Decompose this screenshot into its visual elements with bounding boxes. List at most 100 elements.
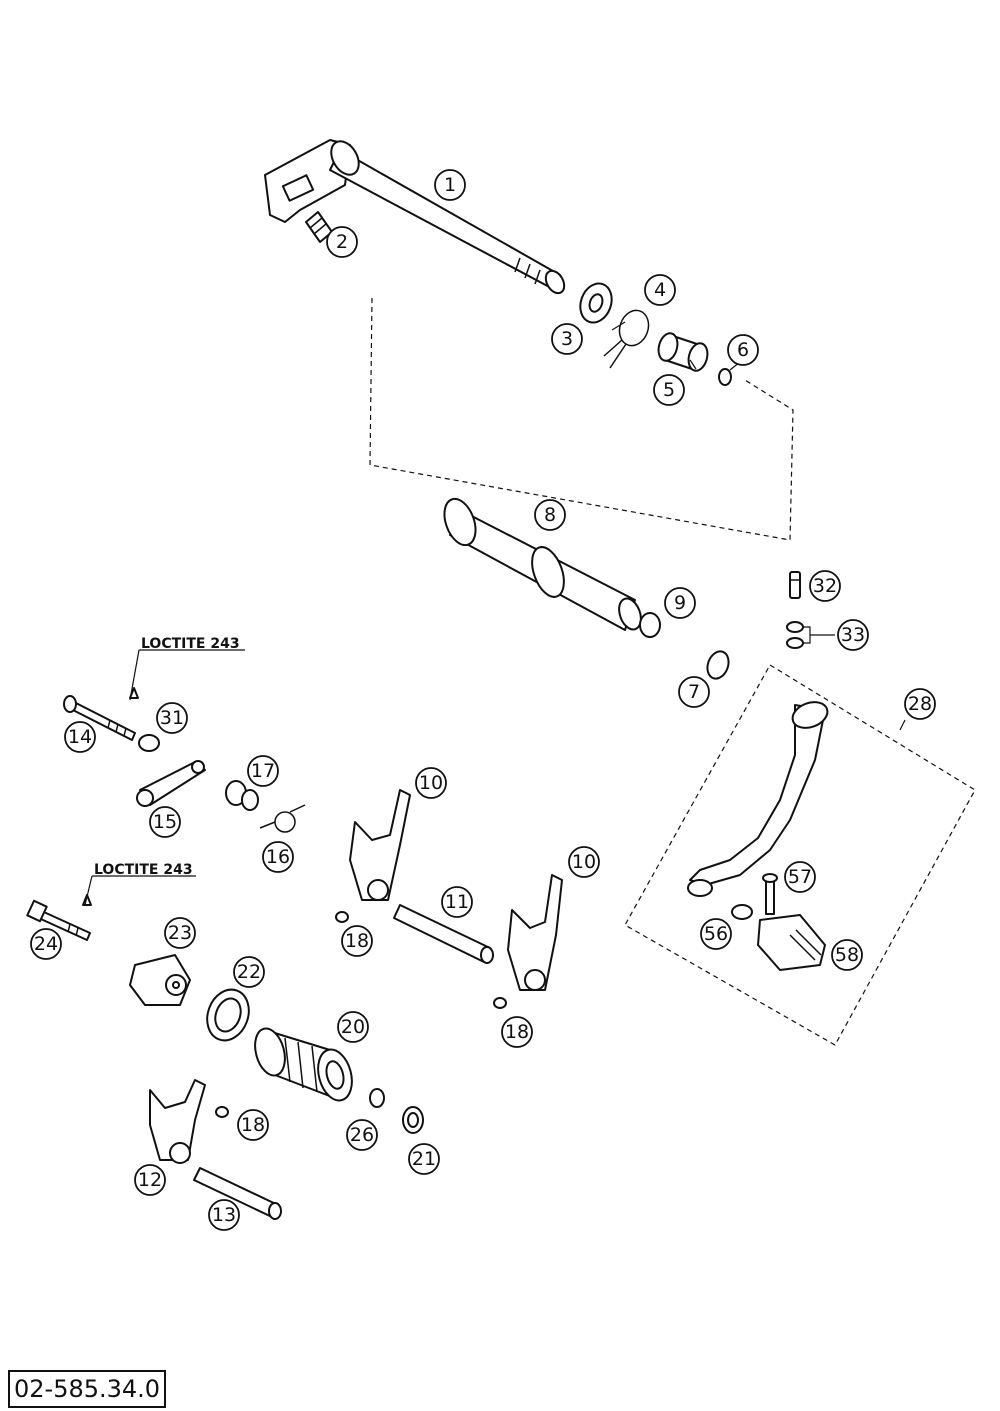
svg-text:18: 18: [241, 1114, 265, 1136]
drawing-number-label: 02-585.34.0: [8, 1370, 167, 1408]
washer-31: [138, 734, 160, 752]
locking-lever-15: [136, 760, 206, 807]
seal-7: [706, 650, 730, 680]
bolt-24: [26, 899, 91, 941]
shift-lever-group-frame: [624, 664, 976, 1046]
callout-18-lower: 18: [237, 1109, 269, 1141]
callout-58: 58: [831, 939, 863, 971]
shaft-tube: [443, 497, 642, 631]
screw-32: [789, 571, 801, 599]
callout-1: 1: [434, 169, 466, 201]
svg-text:26: 26: [350, 1124, 374, 1146]
washer-56: [731, 904, 753, 920]
callout-33: 33: [837, 619, 869, 651]
svg-text:57: 57: [788, 866, 812, 888]
svg-text:11: 11: [445, 891, 469, 913]
svg-text:31: 31: [160, 707, 184, 729]
svg-text:2: 2: [336, 231, 348, 253]
callout-22: 22: [233, 956, 265, 988]
shift-drum-20: [254, 1027, 353, 1102]
callout-24: 24: [30, 928, 62, 960]
svg-text:4: 4: [654, 279, 666, 301]
svg-text:14: 14: [68, 726, 92, 748]
washers-33: [786, 621, 811, 649]
svg-text:1: 1: [444, 174, 456, 196]
callout-2: 2: [326, 226, 358, 258]
pin-18b: [493, 997, 507, 1009]
callout-16: 16: [262, 841, 294, 873]
loctite-note-1: LOCTITE 243: [141, 636, 240, 652]
callout-13: 13: [208, 1199, 240, 1231]
svg-text:28: 28: [908, 693, 932, 715]
callout-18-middle: 18: [501, 1016, 533, 1048]
callout-7: 7: [678, 676, 710, 708]
return-spring: [603, 309, 650, 369]
svg-text:18: 18: [345, 930, 369, 952]
bushing-5: [657, 332, 709, 372]
callout-23: 23: [164, 917, 196, 949]
svg-text:17: 17: [251, 760, 275, 782]
callout-8: 8: [534, 499, 566, 531]
svg-text:3: 3: [561, 328, 573, 350]
bolt-14: [63, 695, 136, 741]
callout-17: 17: [247, 755, 279, 787]
svg-text:22: 22: [237, 961, 261, 983]
callout-20: 20: [337, 1011, 369, 1043]
svg-text:20: 20: [341, 1016, 365, 1038]
dashed-assembly-frame: [369, 297, 794, 541]
pin-18c: [215, 1106, 229, 1118]
callout-10-lower: 10: [568, 846, 600, 878]
svg-text:23: 23: [168, 922, 192, 944]
bushing-21: [402, 1106, 424, 1134]
svg-text:18: 18: [505, 1021, 529, 1043]
fork-shaft-11: [393, 904, 494, 964]
ring-6: [718, 368, 732, 386]
callout-31: 31: [156, 702, 188, 734]
svg-text:13: 13: [212, 1204, 236, 1226]
callout-18-upper: 18: [341, 925, 373, 957]
svg-text:10: 10: [419, 772, 443, 794]
spring-16: [259, 804, 306, 833]
leader-lines: [84, 321, 906, 906]
washer-3: [579, 282, 613, 324]
bolt-57: [762, 873, 778, 915]
svg-text:33: 33: [841, 624, 865, 646]
callout-3: 3: [551, 323, 583, 355]
callout-10-upper: 10: [415, 767, 447, 799]
svg-text:56: 56: [704, 923, 728, 945]
callout-26: 26: [346, 1119, 378, 1151]
bearing-22: [206, 988, 250, 1042]
drum-cam-23: [129, 954, 191, 1006]
svg-text:16: 16: [266, 846, 290, 868]
svg-text:15: 15: [153, 811, 177, 833]
washer-26: [369, 1088, 385, 1108]
svg-text:10: 10: [572, 851, 596, 873]
footrest-peg-58: [757, 914, 826, 971]
shift-lever: [687, 701, 829, 897]
callout-6: 6: [727, 334, 759, 366]
callout-14: 14: [64, 721, 96, 753]
loctite-drop-1: [129, 687, 139, 699]
callout-32: 32: [809, 570, 841, 602]
shift-fork-10b: [507, 874, 563, 991]
callout-28: 28: [904, 688, 936, 720]
roller-17: [225, 780, 259, 811]
callout-4: 4: [644, 274, 676, 306]
shift-fork-12: [149, 1079, 206, 1164]
svg-text:24: 24: [34, 933, 58, 955]
svg-text:7: 7: [688, 681, 700, 703]
callout-9: 9: [664, 587, 696, 619]
callout-15: 15: [149, 806, 181, 838]
callout-57: 57: [784, 861, 816, 893]
fork-shaft-13: [193, 1167, 282, 1220]
callout-21: 21: [408, 1143, 440, 1175]
svg-text:21: 21: [412, 1148, 436, 1170]
callout-56: 56: [700, 918, 732, 950]
callout-12: 12: [134, 1164, 166, 1196]
svg-text:58: 58: [835, 944, 859, 966]
pin-18a: [335, 911, 349, 923]
loctite-note-2: LOCTITE 243: [94, 862, 193, 878]
part-callouts: 1 2 3 4 5 6 8 9 32 33 7 28 14 31 17 10 1…: [30, 169, 936, 1231]
svg-text:32: 32: [813, 575, 837, 597]
